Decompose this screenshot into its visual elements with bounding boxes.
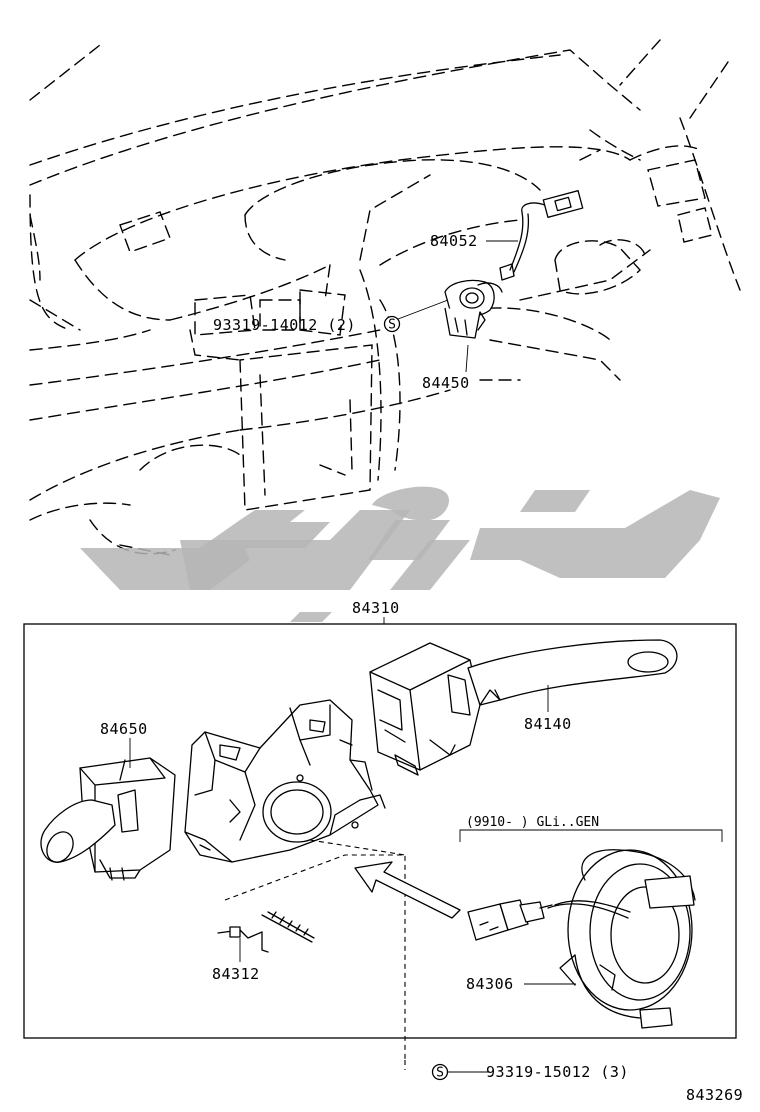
variant-bracket — [459, 829, 723, 842]
part-84650-headlamp-switch — [40, 757, 176, 881]
s-symbol-upper: S — [383, 315, 401, 333]
label-84310: 84310 — [352, 599, 400, 617]
upper-switch-harness — [499, 189, 584, 281]
part-84450-switch — [444, 279, 503, 339]
s-symbol-upper-text: S — [388, 318, 396, 333]
label-84140: 84140 — [524, 715, 572, 733]
watermark-logo — [35, 486, 720, 622]
label-84052: 84052 — [430, 232, 478, 250]
label-93319-15012: 93319-15012 (3) — [486, 1063, 629, 1081]
assembly-arrow — [354, 861, 461, 919]
assembly-dashed-lines — [224, 839, 406, 1070]
part-84312-pin — [217, 911, 315, 962]
figure-code: 843269 — [686, 1086, 743, 1104]
part-switch-body — [184, 699, 386, 863]
label-84306: 84306 — [466, 975, 514, 993]
lower-leaders — [129, 685, 549, 1073]
dashboard-outline — [29, 39, 741, 556]
label-84650: 84650 — [100, 720, 148, 738]
s-symbol-lower: S — [431, 1063, 449, 1081]
assembly-84310-box — [23, 617, 737, 1039]
part-labels: 84052 93319-14012 (2) 84450 84310 84650 … — [100, 232, 743, 1104]
label-variant-note: (9910- ) GLi..GEN — [466, 815, 599, 830]
part-84306-spiral-cable — [467, 849, 696, 1029]
label-84450: 84450 — [422, 374, 470, 392]
label-84312: 84312 — [212, 965, 260, 983]
s-symbol-lower-text: S — [436, 1066, 444, 1081]
label-93319-14012: 93319-14012 (2) — [213, 316, 356, 334]
part-84140-wiper-switch — [369, 639, 678, 776]
